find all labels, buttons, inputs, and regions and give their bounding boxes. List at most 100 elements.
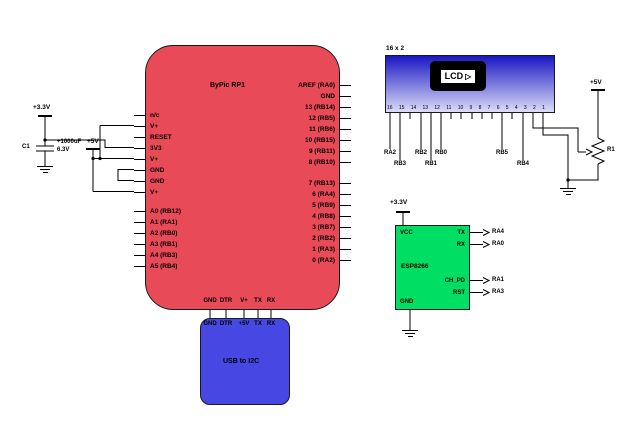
right-pin-label: 6 (RA4)	[309, 189, 352, 200]
right-pin-label: 1 (RA3)	[309, 244, 352, 255]
left-pin-label: 3V3	[134, 143, 172, 154]
lcd-icon-text: LCD	[444, 70, 464, 81]
usb-i2c-label: USB to I2C	[223, 358, 260, 365]
left-pin-label: RESET	[134, 134, 172, 141]
right-pin-label: 3 (RB7)	[309, 222, 352, 233]
right-pin-label: 11 (RB6)	[298, 124, 351, 135]
net-label-rb2: RB2	[414, 150, 428, 156]
left-pin-label: A5 (RB4)	[133, 261, 181, 272]
net-label-rb3: RB3	[393, 161, 407, 167]
net-label-ra3: RA3	[492, 289, 505, 295]
lcd-pin-number: 2	[532, 105, 536, 111]
rp1-bottom-pin-rx: RX	[266, 298, 276, 304]
lcd-pin-number: 4	[514, 105, 518, 111]
capacitor-c1-voltage: 6.3V	[57, 147, 70, 153]
right-pin-label: 12 (RB5)	[298, 113, 351, 124]
right-pin-label: 2 (RB2)	[309, 233, 352, 244]
right-pin-label: 7 (RB13)	[308, 180, 352, 187]
ground-symbol	[37, 166, 53, 173]
lcd-pin-number: 10	[457, 105, 464, 111]
lcd-pin-number: 8	[478, 105, 482, 111]
lcd-pin-number: 16	[387, 105, 393, 111]
rp1-bottom-pin-vplus: V+	[240, 298, 248, 304]
power-rail-5v-right-label: +5V	[590, 79, 602, 86]
esp-pin-vcc: VCC	[400, 230, 413, 236]
usb-pin-rx: RX	[266, 321, 276, 327]
rp1-chip-label: ByPic RP1	[210, 82, 246, 89]
left-pin-label: n/c	[134, 110, 172, 121]
capacitor-c1-ref: C1	[22, 144, 30, 150]
lcd-pin-number: 1	[542, 105, 545, 111]
power-rail-3v3-esp-label: +3.3V	[390, 199, 408, 206]
net-label-ra1: RA1	[492, 277, 505, 283]
right-pin-label: 9 (RB11)	[298, 146, 351, 157]
esp-pin-rst: RST	[453, 290, 465, 296]
esp-pin-chpd: CH_PD	[444, 278, 465, 284]
usb-pin-5v: +5V	[238, 321, 250, 327]
left-pin-label: GND	[134, 165, 172, 176]
left-pin-label: V+	[134, 154, 172, 165]
left-pin-label: V+	[134, 187, 172, 198]
lcd-size-label: 16 x 2	[386, 45, 405, 52]
capacitor-c1-value: +1000uF	[57, 139, 82, 145]
usb-pin-dtr: DTR	[219, 321, 233, 327]
rp1-bottom-pin-dtr: DTR	[219, 298, 233, 304]
lcd-pin-number: 5	[505, 105, 509, 111]
lcd-pin-number: 14	[410, 105, 417, 111]
power-rail-3v3-label: +3.3V	[33, 104, 51, 111]
resistor-r1-ref: R1	[607, 147, 615, 153]
usb-i2c-box	[200, 318, 290, 405]
net-label-ra2: RA2	[383, 150, 397, 156]
net-label-ra4: RA4	[492, 229, 505, 235]
power-rail-3v3-esp-bar-icon	[396, 211, 410, 213]
net-label-rb0: RB0	[434, 150, 448, 156]
right-pin-label: 8 (RB10)	[298, 157, 351, 168]
right-pin-label: 5 (RB9)	[309, 200, 352, 211]
usb-pin-gnd: GND	[203, 321, 217, 327]
esp-pin-gnd: GND	[400, 299, 414, 305]
lcd-pin-number: 11	[446, 105, 452, 111]
right-pin-label: GND	[298, 91, 351, 102]
right-pin-label: 10 (RB15)	[298, 135, 351, 146]
left-pin-label: A1 (RA1)	[133, 217, 181, 228]
right-pin-label: 0 (RA2)	[309, 255, 352, 266]
power-rail-5v-bar-icon	[86, 148, 100, 150]
left-pin-label: GND	[134, 176, 172, 187]
right-pin-label: 13 (RB14)	[298, 102, 351, 113]
resistor-r1-symbol	[585, 137, 606, 165]
net-label-rb5: RB5	[495, 150, 509, 156]
right-pin-label: 4 (RB8)	[309, 211, 352, 222]
power-rail-3v3-bar-icon	[38, 115, 52, 117]
lcd-pin-number: 7	[487, 105, 491, 111]
lcd-pin-number: 12	[434, 105, 440, 111]
esp-pin-tx: TX	[457, 230, 465, 236]
rp1-left-analog-pins: A0 (RB12)A1 (RA1)A2 (RB0)A3 (RB1)A4 (RB3…	[133, 206, 182, 272]
net-label-rb4: RB4	[516, 161, 530, 167]
rp1-bottom-pin-tx: TX	[254, 298, 262, 304]
usb-pin-tx: TX	[254, 321, 262, 327]
lcd-pin-number: 15	[398, 105, 405, 111]
lcd-pin-number: 6	[496, 105, 500, 111]
left-pin-label: A4 (RB3)	[133, 250, 181, 261]
wire-lcd-ticks	[389, 113, 544, 119]
rp1-right-lower-pins: 7 (RB13) 6 (RA4)5 (RB9)4 (RB8)3 (RB7)2 (R…	[308, 178, 352, 266]
esp8266-label: ESP8266	[401, 263, 429, 270]
power-rail-5v-right-bar-icon	[591, 89, 605, 91]
ground-symbol	[560, 188, 576, 195]
net-label-rb1: RB1	[424, 161, 438, 167]
lcd-icon: LCD ▷	[430, 61, 486, 91]
lcd-icon-arrow: ▷	[465, 71, 472, 81]
lcd-pin-number: 3	[523, 105, 527, 111]
right-pin-label: AREF (RA0)	[298, 82, 351, 89]
left-pin-label: V+	[134, 121, 172, 132]
lcd-pin-number: 13	[422, 105, 429, 111]
esp8266-box: VCC ESP8266 GND TX RX CH_PD RST	[395, 225, 470, 310]
rp1-bottom-pin-gnd: GND	[203, 298, 217, 304]
left-pin-label: A0 (RB12)	[133, 208, 182, 215]
lcd-pin-number: 9	[469, 105, 473, 111]
